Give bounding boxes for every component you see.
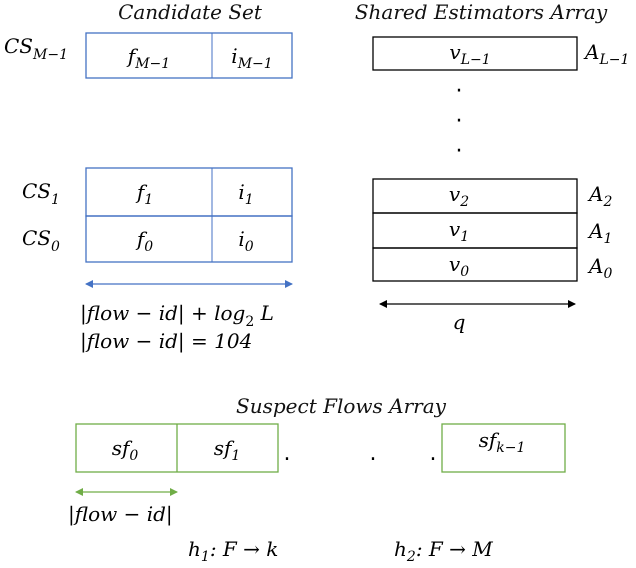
- estimator-row-top-value: vL−1: [449, 40, 490, 68]
- suspect-cell-0: sf0: [112, 436, 139, 464]
- estimator-row-2-box: [372, 178, 578, 214]
- candidate-row-0-label: CS0: [22, 226, 60, 255]
- candidate-row-1-box: [85, 167, 293, 217]
- candidate-row-top-label: CSM−1: [4, 34, 68, 63]
- suspect-separator-3: .: [430, 441, 437, 466]
- suspect-cell-last-box: [441, 423, 566, 473]
- candidate-width-formula: |flow − id| + log2 L: [80, 301, 274, 330]
- estimator-row-1-label: A1: [587, 219, 612, 247]
- candidate-set: Candidate Set CSM−1 fM−1 iM−1 CS1 f1 i1 …: [4, 0, 293, 354]
- candidate-row-top-index: iM−1: [231, 44, 272, 72]
- suspect-separator-1: .: [284, 441, 291, 466]
- estimator-width-label: q: [453, 310, 466, 334]
- candidate-row-0: CS0 f0 i0: [22, 215, 293, 263]
- suspect-width-label: |flow − id|: [68, 502, 173, 527]
- estimator-ellipsis-2: ·: [456, 109, 463, 134]
- shared-estimators: Shared Estimators Array vL−1 AL−1 · · · …: [355, 0, 630, 334]
- candidate-width-value: |flow − id| = 104: [80, 329, 252, 354]
- estimator-row-top-box: [372, 36, 578, 71]
- candidate-row-1-label: CS1: [22, 179, 60, 208]
- hash-function-1: h1: F → k: [188, 537, 278, 565]
- candidate-set-title: Candidate Set: [118, 0, 263, 24]
- candidate-row-top-box: [85, 32, 293, 79]
- estimator-row-2: v2 A2: [372, 178, 612, 214]
- candidate-row-1-flow: f1: [135, 180, 153, 208]
- suspect-cell-1: sf1: [214, 436, 241, 464]
- estimator-row-1: v1 A1: [372, 212, 612, 249]
- suspect-cell-last: sfk−1: [479, 428, 526, 456]
- candidate-row-0-index: i0: [238, 227, 253, 255]
- estimator-row-top: vL−1 AL−1: [372, 36, 629, 71]
- estimator-row-2-value: v2: [449, 182, 469, 210]
- estimator-ellipsis-3: ·: [456, 139, 463, 164]
- candidate-row-1-index: i1: [238, 180, 253, 208]
- estimator-row-1-box: [372, 212, 578, 249]
- estimator-row-top-label: AL−1: [583, 40, 629, 68]
- candidate-row-0-flow: f0: [135, 227, 153, 255]
- suspect-flows-title: Suspect Flows Array: [236, 394, 447, 418]
- candidate-row-top: CSM−1 fM−1 iM−1: [4, 32, 293, 79]
- candidate-row-1: CS1 f1 i1: [22, 167, 293, 217]
- candidate-row-0-box: [85, 215, 293, 263]
- suspect-flows: Suspect Flows Array sf0 sf1 . . . sfk−1 …: [68, 394, 566, 527]
- estimator-row-2-label: A2: [587, 182, 612, 210]
- hash-functions: h1: F → k h2: F → M: [188, 537, 493, 565]
- estimator-row-0-box: [372, 247, 578, 282]
- estimator-row-0-value: v0: [449, 252, 469, 280]
- estimator-row-0: v0 A0: [372, 247, 612, 282]
- hash-function-2: h2: F → M: [394, 537, 493, 565]
- candidate-row-top-flow: fM−1: [126, 44, 170, 72]
- estimator-ellipsis-1: ·: [456, 79, 463, 104]
- estimator-row-1-value: v1: [449, 217, 469, 245]
- estimator-row-0-label: A0: [587, 254, 612, 282]
- shared-estimators-title: Shared Estimators Array: [355, 0, 608, 24]
- suspect-separator-2: .: [370, 441, 377, 466]
